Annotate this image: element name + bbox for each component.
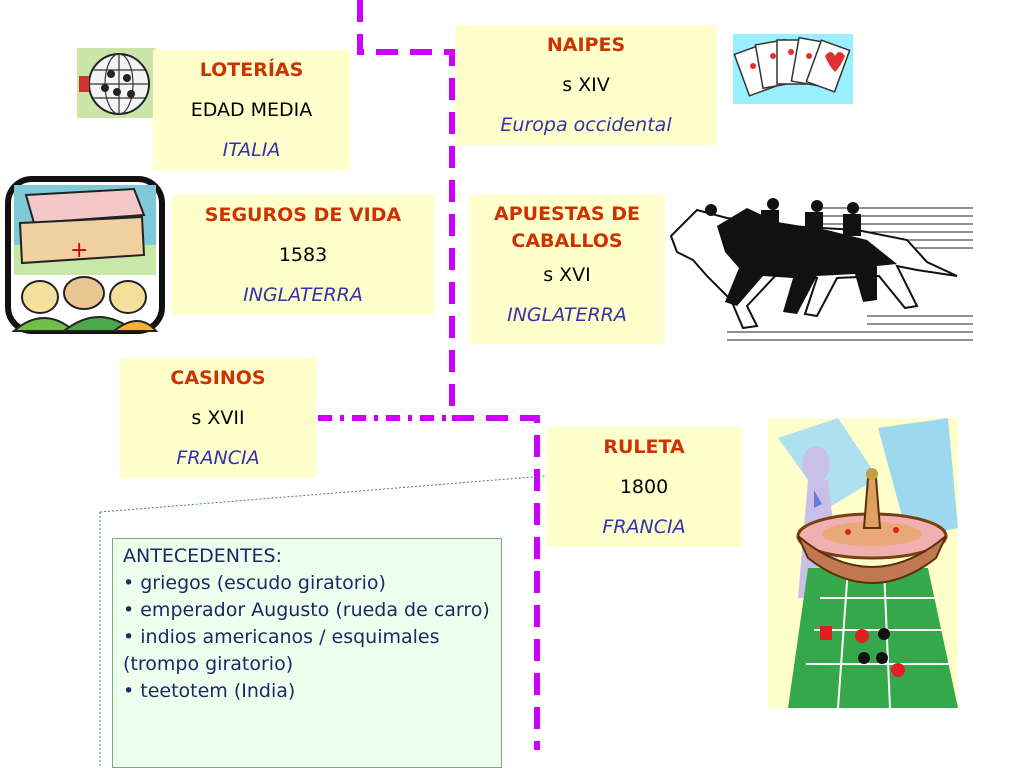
loterias-title: LOTERÍAS bbox=[199, 59, 304, 81]
apuestas-place: INGLATERRA bbox=[507, 304, 627, 326]
antecedentes-note: ANTECEDENTES: • griegos (escudo giratori… bbox=[112, 538, 502, 768]
loterias-box: LOTERÍAS EDAD MEDIA ITALIA bbox=[153, 50, 350, 170]
ruleta-place: FRANCIA bbox=[602, 516, 686, 538]
lottery-ball-icon bbox=[77, 48, 155, 118]
loterias-place: ITALIA bbox=[222, 139, 281, 161]
list-item: • teetotem (India) bbox=[123, 680, 296, 702]
horse-race-icon bbox=[667, 196, 973, 346]
playing-cards-icon bbox=[733, 34, 853, 104]
casinos-box: CASINOS s XVII FRANCIA bbox=[120, 358, 316, 478]
ruleta-period: 1800 bbox=[619, 476, 669, 498]
list-item: • indios americanos / esquimales (trompo… bbox=[123, 626, 440, 675]
ruleta-box: RULETA 1800 FRANCIA bbox=[546, 427, 742, 547]
antecedentes-heading: ANTECEDENTES: bbox=[123, 545, 283, 567]
naipes-period: s XIV bbox=[562, 74, 610, 96]
ruleta-title: RULETA bbox=[603, 436, 685, 458]
apuestas-title-line2: CABALLOS bbox=[511, 230, 623, 252]
casinos-place: FRANCIA bbox=[176, 447, 260, 469]
naipes-place: Europa occidental bbox=[500, 114, 672, 136]
connector-top bbox=[357, 0, 540, 750]
seguros-box: SEGUROS DE VIDA 1583 INGLATERRA bbox=[172, 195, 434, 315]
list-item: • emperador Augusto (rueda de carro) bbox=[123, 599, 490, 621]
coffin-icon: + bbox=[4, 175, 166, 335]
apuestas-period: s XVI bbox=[543, 264, 591, 286]
seguros-title: SEGUROS DE VIDA bbox=[204, 204, 402, 226]
apuestas-title-line1: APUESTAS DE bbox=[494, 203, 640, 225]
seguros-place: INGLATERRA bbox=[243, 284, 363, 306]
callout-line bbox=[99, 475, 546, 513]
naipes-box: NAIPES s XIV Europa occidental bbox=[455, 25, 717, 145]
apuestas-box: APUESTAS DE CABALLOS s XVI INGLATERRA bbox=[469, 195, 665, 344]
casinos-title: CASINOS bbox=[170, 367, 266, 389]
roulette-icon bbox=[768, 418, 958, 709]
seguros-period: 1583 bbox=[278, 244, 328, 266]
naipes-title: NAIPES bbox=[546, 34, 626, 56]
svg-text:+: + bbox=[70, 238, 88, 263]
casinos-period: s XVII bbox=[191, 407, 245, 429]
loterias-period: EDAD MEDIA bbox=[190, 99, 313, 121]
list-item: • griegos (escudo giratorio) bbox=[123, 572, 386, 594]
